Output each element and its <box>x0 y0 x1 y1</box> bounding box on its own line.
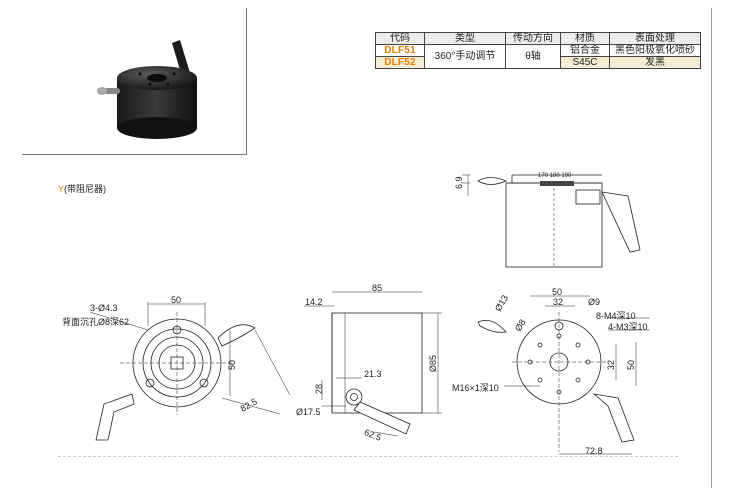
dim-front-height: 50 <box>227 359 237 370</box>
dim-rear-total: 72.8 <box>585 446 603 456</box>
product-photo <box>97 40 197 139</box>
dim-front-holes: 3-Ø4.3 <box>90 303 118 313</box>
finish-cell: 发黑 <box>609 56 701 69</box>
bottom-divider <box>58 456 678 457</box>
dim-rear-h50: 50 <box>626 359 636 370</box>
damper-note: Y(带阻尼器) <box>58 182 106 195</box>
right-border-line <box>711 8 712 488</box>
side-view <box>304 291 442 437</box>
product-photo-frame <box>22 8 247 155</box>
spec-header-finish: 表面处理 <box>609 32 701 45</box>
dim-front-width: 50 <box>171 295 182 305</box>
dim-side-knob: Ø17.5 <box>296 407 321 417</box>
dim-rear-m16: M16×1深10 <box>452 383 499 393</box>
dim-front-counterbore: 背面沉孔Ø8深62 <box>62 317 130 327</box>
rear-view <box>477 295 650 455</box>
dim-side-length: 85 <box>372 283 383 293</box>
spec-table: 代码 类型 传动方向 材质 表面处理 DLF51 360°手动调节 θ轴 铝合金… <box>375 32 701 69</box>
dim-side-offset: 14.2 <box>305 297 323 307</box>
dim-side-w21: 21.3 <box>364 369 382 379</box>
spec-header-direction: 传动方向 <box>505 32 561 45</box>
top-view <box>462 174 641 268</box>
note-prefix: Y <box>58 184 65 194</box>
dim-rear-h32: 32 <box>606 359 616 370</box>
front-view <box>89 302 291 441</box>
dim-rear-hole9: Ø9 <box>588 297 601 307</box>
dim-rear-width: 50 <box>552 287 563 297</box>
table-row: DLF51 360°手动调节 θ轴 铝合金 黑色阳极氧化喷砂 <box>375 44 701 69</box>
dim-rear-m3: 4-M3深10 <box>608 322 648 332</box>
table-row: DLF52 S45C 发黑 <box>375 56 701 69</box>
dim-top-height: 6.9 <box>454 176 464 189</box>
note-text: (带阻尼器) <box>64 184 107 194</box>
spec-header-material: 材质 <box>560 32 610 45</box>
type-cell: 360°手动调节 <box>424 44 506 69</box>
dim-rear-m4: 8-M4深10 <box>596 311 636 321</box>
spec-header-code: 代码 <box>375 32 425 45</box>
dim-side-height: Ø85 <box>428 354 438 372</box>
dim-rear-inner: 32 <box>553 297 564 307</box>
direction-cell: θ轴 <box>505 44 561 69</box>
dim-top-scale: 170 180 190 <box>538 173 572 179</box>
code-cell: DLF52 <box>375 56 425 69</box>
dim-side-h28: 28 <box>314 383 324 394</box>
